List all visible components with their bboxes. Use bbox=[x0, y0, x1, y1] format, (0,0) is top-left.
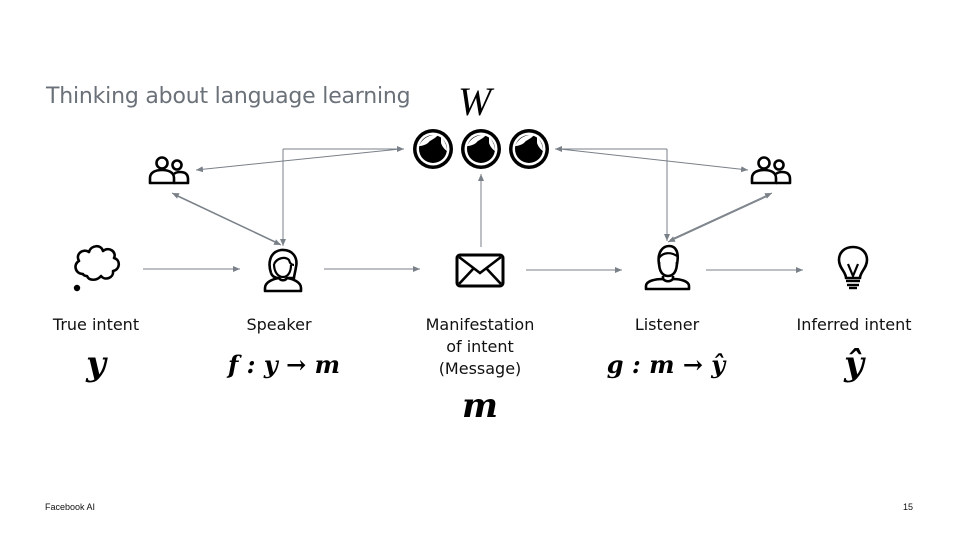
arrows bbox=[143, 146, 803, 273]
lightbulb-icon bbox=[837, 245, 869, 290]
speaker-math: f : y → m bbox=[227, 350, 341, 379]
true-intent-math: y bbox=[86, 344, 106, 384]
true-intent-label: True intent bbox=[52, 315, 140, 334]
page-number: 15 bbox=[903, 502, 914, 512]
inferred-intent-math: ŷ bbox=[844, 344, 864, 384]
envelope-icon bbox=[455, 253, 505, 288]
message-label: Manifestation of intent (Message) bbox=[400, 314, 560, 380]
world-symbol: W bbox=[458, 79, 492, 124]
listener-label: Listener bbox=[634, 315, 700, 334]
group-icon-left bbox=[148, 156, 190, 185]
listener-math: g : m → ŷ bbox=[606, 350, 726, 379]
woman-user-icon bbox=[263, 248, 303, 293]
arrow-world-to-right-group bbox=[559, 148, 749, 173]
speaker-label: Speaker bbox=[246, 315, 312, 334]
globe-icon bbox=[509, 129, 549, 169]
world-globes bbox=[413, 129, 549, 169]
group-icon-right bbox=[750, 156, 792, 185]
arrow-right-group-to-listener bbox=[667, 195, 769, 243]
arrow-left-group-to-speaker bbox=[174, 194, 282, 246]
thought-bubble-icon bbox=[73, 244, 121, 292]
globe-icon bbox=[413, 129, 453, 169]
message-label-line-2: of intent bbox=[446, 337, 514, 356]
arrow-listener-to-right-group bbox=[669, 192, 773, 241]
man-user-icon bbox=[644, 244, 691, 291]
message-math: m bbox=[462, 386, 498, 426]
arrow-world-to-left-group bbox=[195, 148, 401, 173]
globe-icon bbox=[461, 129, 501, 169]
footer-brand: Facebook AI bbox=[45, 502, 96, 512]
slide-title: Thinking about language learning bbox=[46, 84, 411, 109]
message-label-line-3: (Message) bbox=[438, 359, 522, 378]
message-label-line-1: Manifestation bbox=[425, 315, 535, 334]
inferred-intent-label: Inferred intent bbox=[796, 315, 912, 334]
